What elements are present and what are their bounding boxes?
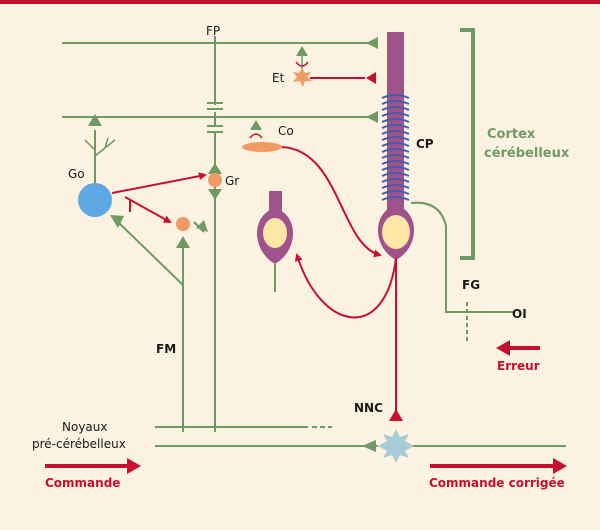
mossy-golgi-synapse [110, 215, 124, 228]
label-fp: FP [206, 24, 220, 38]
golgi-axon-to-granule [111, 172, 207, 194]
climbing-fiber [410, 201, 515, 313]
glomerulus [176, 217, 190, 231]
granule-arrow-up [208, 163, 222, 174]
golgi-cell [78, 183, 112, 217]
basket-dendrite [249, 133, 263, 139]
stellate-axon-end [366, 72, 376, 84]
basket-cell [242, 142, 282, 152]
label-pre-cerebelleux: pré-cérébelleux [32, 437, 126, 451]
stellate-dendrite [295, 61, 309, 67]
mossy-to-golgi [117, 221, 184, 286]
golgi-dendrite-branch-3 [104, 137, 109, 149]
climbing-fiber-coil [381, 94, 410, 201]
label-fg: FG [462, 278, 480, 292]
nnc-input-synapse [362, 440, 376, 452]
label-cp: CP [416, 137, 434, 151]
label-go: Go [68, 167, 85, 181]
label-gr: Gr [225, 174, 239, 188]
basket-synapse [250, 120, 262, 130]
label-nnc: NNC [354, 401, 383, 415]
stellate-cell [293, 68, 312, 87]
label-fm: FM [156, 342, 176, 356]
erreur-arrow-head [496, 340, 510, 356]
label-cerebelleux: cérébelleux [484, 146, 570, 161]
purkinje-collateral [294, 253, 397, 319]
label-erreur: Erreur [497, 359, 540, 373]
parallel-fiber-top-synapse [366, 37, 378, 49]
granule-cell [208, 173, 222, 187]
purkinje-axon-end [389, 409, 403, 421]
golgi-synapse-top [88, 114, 102, 126]
label-commande-corrigee: Commande corrigée [429, 476, 565, 490]
granule-arrow-down [208, 189, 222, 200]
mossy-fiber-arrow [176, 236, 190, 248]
cortex-bracket [460, 28, 475, 260]
mossy-granule-synapse [196, 220, 208, 232]
nnc-neuron [378, 429, 414, 463]
stellate-synapse [296, 46, 308, 56]
basket-axon [281, 146, 382, 258]
label-cortex: Cortex [487, 127, 536, 142]
label-noyaux: Noyaux [62, 420, 107, 434]
purkinje-cell-2-nucleus [263, 218, 287, 248]
label-co: Co [278, 124, 294, 138]
golgi-dendrite-branch-1 [84, 139, 96, 151]
label-et: Et [272, 71, 285, 85]
commande-corrigee-arrow-head [553, 458, 567, 474]
label-oi: OI [512, 307, 527, 321]
parallel-fiber-bottom-synapse [366, 111, 378, 123]
purkinje-nucleus [382, 215, 410, 249]
golgi-axon-to-glomerulus [124, 196, 172, 223]
commande-arrow-head [127, 458, 141, 474]
label-commande: Commande [45, 476, 120, 490]
